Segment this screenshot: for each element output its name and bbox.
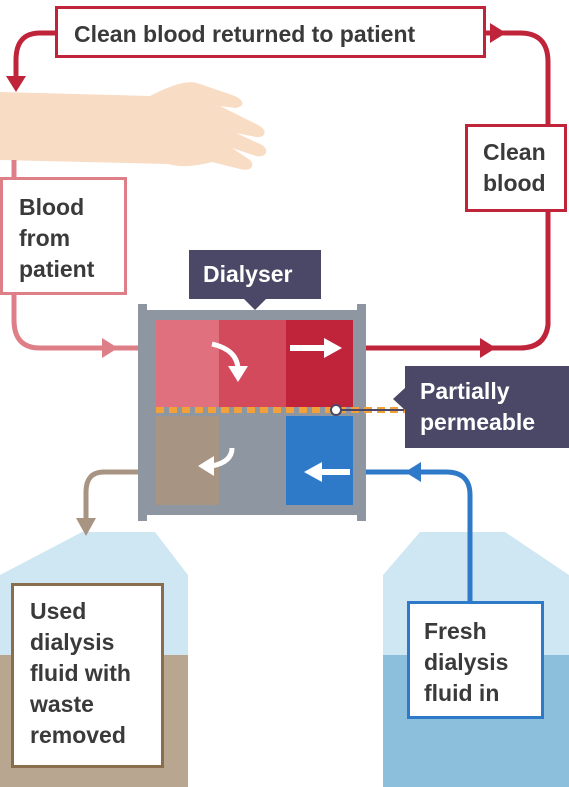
curved-arrow-icon [211, 447, 235, 469]
label-from-patient-line: Blood [19, 194, 85, 220]
label-from-patient: Blood from patient [0, 177, 127, 295]
label-dialyser: Dialyser [189, 250, 321, 310]
label-used-fluid-line: Used [30, 598, 87, 624]
dirty-blood-tube [11, 160, 150, 351]
label-returned: Clean blood returned to patient [55, 6, 486, 58]
label-clean-blood-line: Clean [483, 139, 546, 165]
used-fluid-tube [83, 469, 150, 520]
label-from-patient-line: patient [19, 256, 95, 282]
blood-flow-arrow-icon [480, 338, 496, 358]
label-permeable-line: permeable [420, 409, 536, 435]
label-used-fluid-line: removed [30, 722, 126, 748]
fresh-fluid-tube [356, 469, 473, 602]
label-permeable-line: Partially [420, 378, 510, 404]
label-used-fluid-line: fluid with [30, 660, 131, 686]
blood-flow-arrow-icon [6, 76, 26, 92]
label-fresh-fluid-line: Fresh [424, 618, 487, 644]
blood-flow-arrow-icon [324, 338, 342, 358]
label-used-fluid-line: waste [30, 691, 94, 717]
label-clean-blood-line: blood [483, 170, 546, 196]
blood-flow-arrow-icon [102, 338, 118, 358]
label-from-patient-line: from [19, 225, 71, 251]
label-returned-text: Clean blood returned to patient [74, 21, 416, 47]
fluid-flow-arrow-icon [405, 462, 421, 482]
fluid-flow-arrow-icon [304, 462, 322, 482]
clean-blood-tube [13, 30, 551, 351]
label-fresh-fluid: Fresh dialysis fluid in [407, 601, 544, 719]
fluid-flow-arrow-icon [76, 518, 96, 536]
curved-arrow-icon [228, 366, 248, 382]
label-fresh-fluid-line: fluid in [424, 680, 500, 706]
arm-icon [0, 82, 267, 170]
blood-flow-arrow-icon [490, 23, 506, 43]
curved-arrow-icon [198, 456, 214, 476]
label-used-fluid-line: dialysis [30, 629, 115, 655]
label-permeable: Partially permeable [393, 366, 569, 448]
label-clean-blood: Clean blood [465, 124, 567, 212]
label-fresh-fluid-line: dialysis [424, 649, 509, 675]
dialyser-unit [138, 304, 412, 521]
label-used-fluid: Used dialysis fluid with waste removed [11, 583, 164, 768]
label-dialyser-text: Dialyser [203, 261, 293, 287]
